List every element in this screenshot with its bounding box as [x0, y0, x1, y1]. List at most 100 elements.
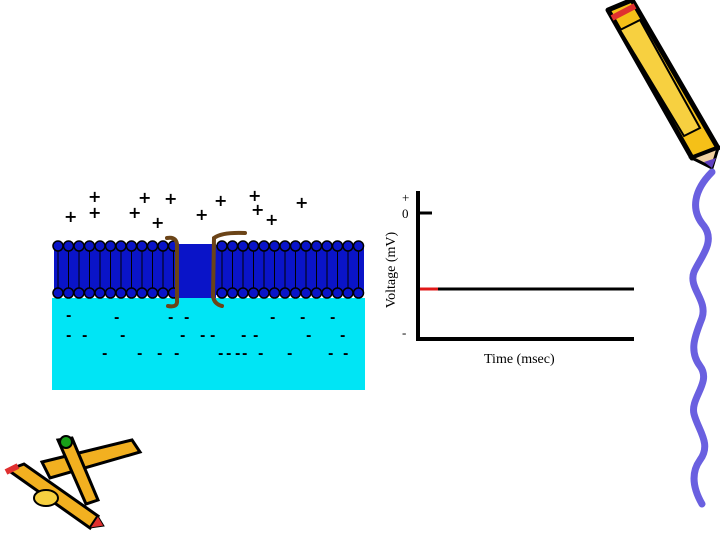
negative-charge: - [306, 330, 311, 343]
negative-charge: - [157, 348, 162, 361]
squiggle-decoration-icon [693, 172, 712, 504]
negative-charge: - [66, 310, 71, 323]
negative-charge: - [174, 348, 179, 361]
positive-charge: + [214, 193, 227, 209]
lipid-head [249, 288, 259, 298]
lipid-head [217, 288, 227, 298]
lipid-head [322, 288, 332, 298]
lipid-head [158, 288, 168, 298]
lipid-head [301, 241, 311, 251]
lipid-head [116, 288, 126, 298]
positive-charge: + [251, 202, 264, 218]
negative-charge: - [168, 312, 173, 325]
lipid-head [238, 288, 248, 298]
lipid-head [270, 288, 280, 298]
lipid-head [270, 241, 280, 251]
lipid-head [74, 288, 84, 298]
positive-charge: + [265, 212, 278, 228]
lipid-head [127, 241, 137, 251]
lipid-head [280, 288, 290, 298]
lipid-head [354, 288, 364, 298]
lipid-head [137, 288, 147, 298]
lipid-head [333, 241, 343, 251]
lipid-head [148, 241, 158, 251]
y-tick-plus: + [402, 190, 409, 206]
lipid-head [238, 241, 248, 251]
lipid-head [74, 241, 84, 251]
positive-charge: + [295, 195, 308, 211]
positive-charge: + [128, 205, 141, 221]
positive-charge: + [64, 209, 77, 225]
negative-charge: - [270, 312, 275, 325]
lipid-head [116, 241, 126, 251]
lipid-head [301, 288, 311, 298]
negative-charge: - [200, 330, 205, 343]
lipid-head [64, 241, 74, 251]
lipid-head [137, 241, 147, 251]
negative-charge: - [300, 312, 305, 325]
y-axis-label: Voltage (mV) [384, 232, 400, 308]
positive-charge: + [88, 205, 101, 221]
lipid-head [259, 241, 269, 251]
negative-charge: - [253, 330, 258, 343]
y-tick-minus: - [402, 325, 406, 341]
negative-charge: - [120, 330, 125, 343]
lipid-head [291, 241, 301, 251]
lipid-head [158, 241, 168, 251]
lipid-head [343, 288, 353, 298]
negative-charge: - [241, 330, 246, 343]
lipid-head [312, 288, 322, 298]
lipid-head [95, 288, 105, 298]
negative-charge: - [137, 348, 142, 361]
negative-charge: - [330, 312, 335, 325]
negative-charge: - [184, 312, 189, 325]
positive-charge: + [195, 207, 208, 223]
negative-charge: - [180, 330, 185, 343]
negative-charge: - [210, 330, 215, 343]
lipid-head [249, 241, 259, 251]
lipid-head [259, 288, 269, 298]
y-tick-zero: 0 [402, 206, 409, 222]
lipid-head [148, 288, 158, 298]
lipid-head [280, 241, 290, 251]
lipid-head [53, 241, 63, 251]
x-axis-label: Time (msec) [484, 352, 555, 368]
lipid-head [217, 241, 227, 251]
positive-charge: + [164, 191, 177, 207]
lipid-head [354, 241, 364, 251]
negative-charge: - [82, 330, 87, 343]
lipid-head [85, 241, 95, 251]
lipid-head [95, 241, 105, 251]
pencil-clipart-icon [608, 0, 718, 168]
pencils-clipart-icon [6, 436, 140, 528]
positive-charge: + [151, 215, 164, 231]
lipid-head [106, 288, 116, 298]
negative-charge: - [235, 348, 240, 361]
lipid-head [127, 288, 137, 298]
cytoplasm-region [52, 298, 365, 390]
lipid-head [228, 241, 238, 251]
lipid-head [53, 288, 63, 298]
lipid-head [291, 288, 301, 298]
lipid-head [228, 288, 238, 298]
negative-charge: - [114, 312, 119, 325]
lipid-head [106, 241, 116, 251]
negative-charge: - [66, 330, 71, 343]
negative-charge: - [102, 348, 107, 361]
negative-charge: - [287, 348, 292, 361]
negative-charge: - [328, 348, 333, 361]
negative-charge: - [218, 348, 223, 361]
lipid-head [312, 241, 322, 251]
ion-channel-pore [178, 244, 216, 298]
lipid-head [64, 288, 74, 298]
negative-charge: - [242, 348, 247, 361]
negative-charge: - [226, 348, 231, 361]
lipid-head [343, 241, 353, 251]
negative-charge: - [343, 348, 348, 361]
negative-charge: - [258, 348, 263, 361]
lipid-head [322, 241, 332, 251]
negative-charge: - [340, 330, 345, 343]
lipid-head [333, 288, 343, 298]
lipid-head [85, 288, 95, 298]
